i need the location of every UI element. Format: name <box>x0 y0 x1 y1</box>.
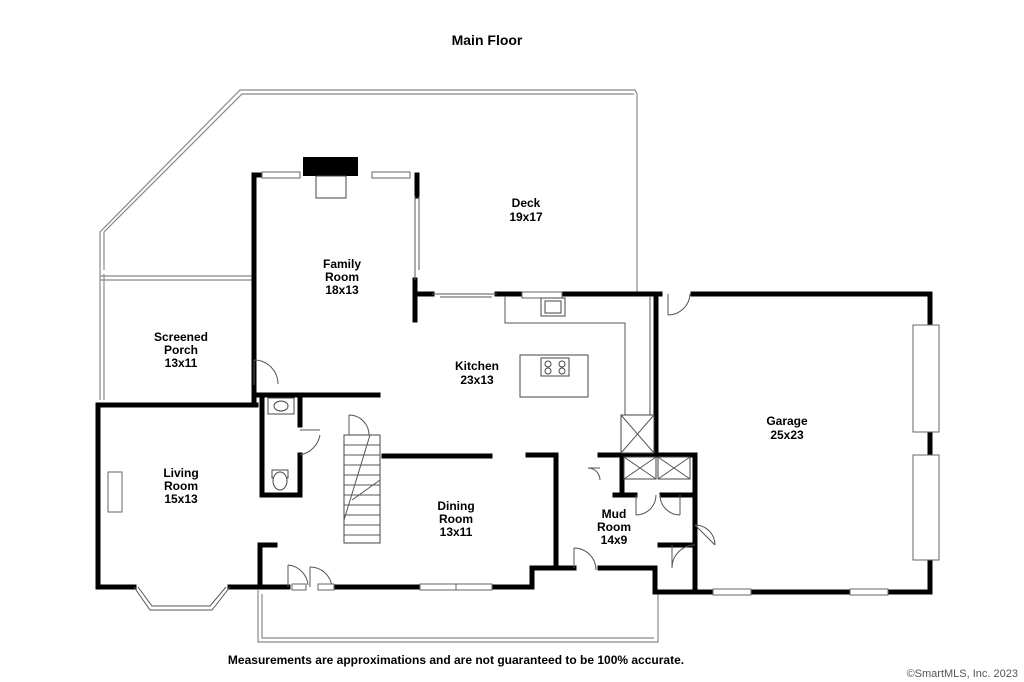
room-label-screened-porch: Screened Porch 13x11 <box>154 330 208 370</box>
room-label-kitchen: Kitchen 23x13 <box>455 359 499 387</box>
svg-text:23x13: 23x13 <box>460 373 494 387</box>
svg-text:Mud: Mud <box>602 507 627 521</box>
fireplace-icon <box>303 157 358 199</box>
front-walkway <box>257 590 659 643</box>
svg-text:Room: Room <box>325 270 359 284</box>
room-label-dining-room: Dining Room 13x11 <box>437 499 474 539</box>
svg-text:19x17: 19x17 <box>509 210 543 224</box>
svg-text:14x9: 14x9 <box>601 533 628 547</box>
svg-text:Deck: Deck <box>512 196 541 210</box>
svg-text:15x13: 15x13 <box>164 492 198 506</box>
svg-text:Porch: Porch <box>164 343 198 357</box>
svg-text:Kitchen: Kitchen <box>455 359 499 373</box>
deck-outline <box>99 89 638 292</box>
svg-text:Room: Room <box>164 479 198 493</box>
copyright-text: ©SmartMLS, Inc. 2023 <box>907 668 1018 680</box>
porch-outline <box>99 270 254 400</box>
svg-text:Garage: Garage <box>766 414 808 428</box>
svg-text:Dining: Dining <box>437 499 474 513</box>
room-label-living-room: Living Room 15x13 <box>163 466 198 506</box>
room-label-garage: Garage 25x23 <box>766 414 808 442</box>
svg-text:13x11: 13x11 <box>440 525 473 539</box>
room-label-deck: Deck 19x17 <box>509 196 543 224</box>
svg-text:Screened: Screened <box>154 330 208 344</box>
windows <box>107 171 940 611</box>
svg-text:Room: Room <box>439 512 473 526</box>
sliding-doors <box>414 196 497 298</box>
doors <box>253 293 716 591</box>
svg-text:18x13: 18x13 <box>325 283 359 297</box>
svg-text:Room: Room <box>597 520 631 534</box>
room-label-mud-room: Mud Room 14x9 <box>597 507 631 547</box>
svg-text:Living: Living <box>163 466 198 480</box>
svg-text:25x23: 25x23 <box>770 428 804 442</box>
staircase <box>343 414 381 544</box>
half-bath <box>267 397 295 491</box>
disclaimer-text: Measurements are approximations and are … <box>228 653 684 667</box>
walls <box>95 172 933 595</box>
plan-title: Main Floor <box>452 32 523 48</box>
room-label-family-room: Family Room 18x13 <box>323 257 361 297</box>
svg-text:13x11: 13x11 <box>165 356 198 370</box>
kitchen-counters <box>504 291 655 454</box>
mud-room-closet <box>623 456 691 480</box>
svg-text:Family: Family <box>323 257 361 271</box>
kitchen-island <box>519 354 589 398</box>
